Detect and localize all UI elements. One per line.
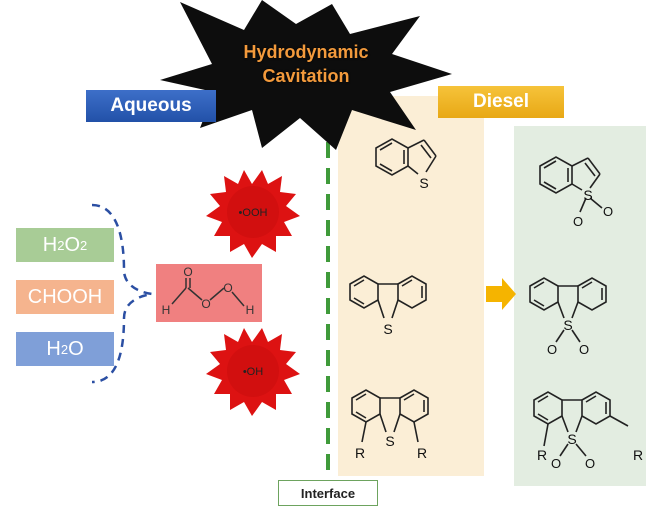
oh-radical-label: •OH: [243, 366, 263, 378]
peracid-h-end: H: [246, 303, 255, 317]
mdbto-r-left: R: [537, 447, 547, 463]
aqueous-phase-header: Aqueous: [86, 90, 216, 122]
mdbt-r-left: R: [355, 445, 365, 461]
dimethyl-dibenzothiophene-structure: [351, 389, 429, 443]
diesel-phase-panel: [338, 96, 484, 476]
peracid-o1: O: [201, 297, 210, 311]
oh-radical-burst: [206, 328, 300, 416]
bt-sulfur: S: [419, 175, 428, 191]
dbto-sulfur: S: [563, 317, 572, 333]
ooh-radical-burst: [206, 170, 300, 258]
reaction-arrow: [486, 278, 516, 310]
cavitation-title-line1: Hydrodynamic: [243, 42, 369, 62]
dibenzothiophene-sulfone-structure: [529, 277, 607, 343]
reagent-formic-acid: CHOOH: [16, 280, 114, 314]
diesel-phase-header: Diesel: [438, 86, 564, 118]
dibenzothiophene-structure: [349, 275, 427, 319]
reagent-bracket: [91, 203, 153, 384]
mdbto-oxygen-1: O: [551, 456, 561, 471]
cavitation-title: Hydrodynamic Cavitation: [226, 40, 386, 88]
dbt-sulfur: S: [383, 321, 392, 337]
mdbto-sulfur: S: [567, 431, 576, 447]
dimethyl-dibenzothiophene-sulfone-structure: [533, 391, 629, 457]
interface-label: Interface: [278, 480, 378, 506]
bto-oxygen-2: O: [603, 204, 613, 219]
mdbto-r-right: R: [633, 447, 643, 463]
peracid-carbonyl-o: O: [183, 265, 192, 279]
peracid-h: H: [162, 303, 171, 317]
performic-acid-structure: [171, 278, 245, 307]
benzothiophene-sulfone-structure: [539, 156, 603, 213]
bto-sulfur: S: [583, 187, 592, 203]
peracid-o2: O: [223, 281, 232, 295]
cavitation-burst: [160, 0, 452, 150]
bto-oxygen-1: O: [573, 214, 583, 229]
ooh-radical-label: •OOH: [239, 207, 268, 219]
performic-acid-box: [156, 264, 262, 322]
dbto-oxygen-1: O: [547, 342, 557, 357]
cavitation-title-line2: Cavitation: [262, 66, 350, 86]
benzothiophene-structure: [375, 138, 437, 176]
mdbt-sulfur: S: [385, 433, 394, 449]
mdbt-r-right: R: [417, 445, 427, 461]
mdbto-oxygen-2: O: [585, 456, 595, 471]
dbto-oxygen-2: O: [579, 342, 589, 357]
